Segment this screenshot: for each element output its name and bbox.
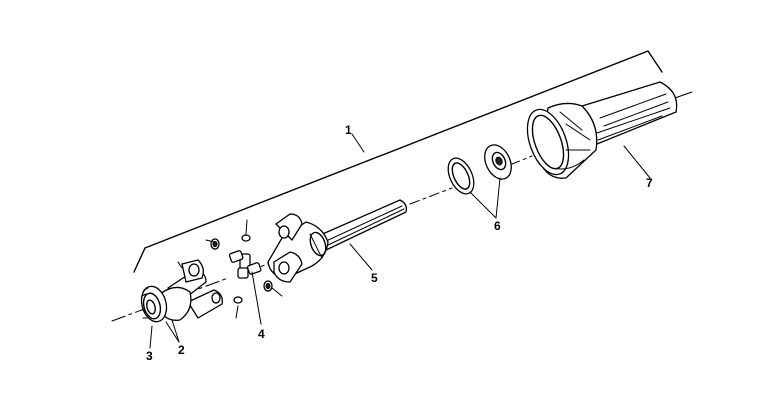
callout-6: 6 xyxy=(494,219,501,233)
hub-part-3 xyxy=(140,285,168,323)
cross-journal-part-4 xyxy=(205,219,283,319)
callout-5: 5 xyxy=(371,271,378,285)
protective-tube-part-7 xyxy=(526,81,678,179)
callout-7: 7 xyxy=(646,176,653,190)
yoke-shaft-part-5 xyxy=(267,199,408,283)
callout-labels: 1 2 3 4 5 6 7 xyxy=(146,123,653,363)
assembly-bracket-1 xyxy=(133,50,663,273)
leader-lines xyxy=(149,133,651,349)
callout-1: 1 xyxy=(345,123,352,137)
callout-4: 4 xyxy=(258,327,265,341)
outer-yoke-part-2 xyxy=(159,259,223,321)
bearing-rings-part-6 xyxy=(447,144,512,195)
callout-2: 2 xyxy=(178,343,185,357)
callout-3: 3 xyxy=(146,349,153,363)
